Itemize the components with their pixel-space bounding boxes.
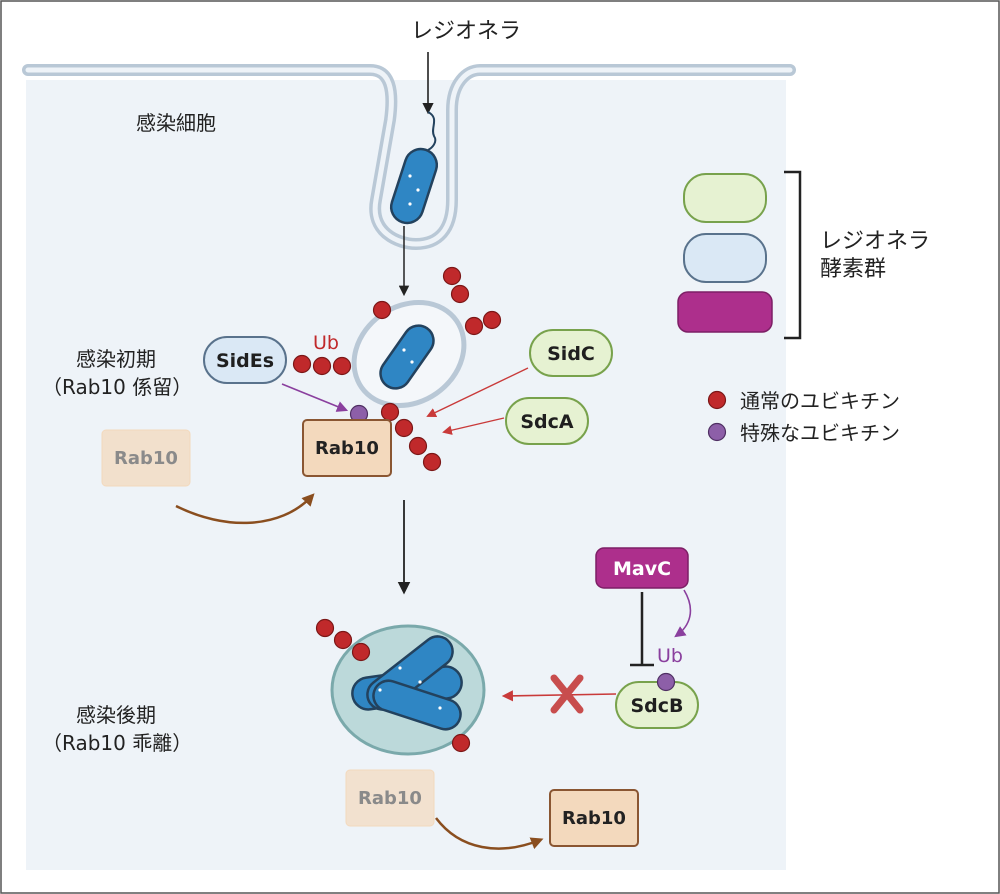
legend-bracket bbox=[784, 170, 802, 340]
svg-text:SidEs: SidEs bbox=[216, 350, 274, 372]
early-stage-label-1: 感染初期 bbox=[76, 347, 156, 371]
ub-label-top: Ub bbox=[313, 332, 339, 354]
legend-normal-ub-swatch bbox=[707, 390, 727, 410]
legend-enzyme-green bbox=[683, 173, 767, 223]
legend-enzyme-group-2: 酵素群 bbox=[820, 257, 886, 282]
svg-text:MavC: MavC bbox=[613, 558, 671, 580]
sidc-enzyme: SidC bbox=[529, 329, 613, 377]
early-stage-label-2: （Rab10 係留） bbox=[42, 375, 192, 399]
ub-chain-right-rab bbox=[380, 402, 442, 472]
sdca-enzyme: SdcA bbox=[505, 397, 589, 445]
late-stage-label-2: （Rab10 乖離） bbox=[42, 731, 192, 755]
legend: レジオネラ 酵素群 通常のユビキチン 特殊なユビキチン bbox=[677, 170, 930, 445]
svg-text:Rab10: Rab10 bbox=[315, 438, 379, 459]
ub-label-bottom: Ub bbox=[657, 645, 683, 667]
mavc-enzyme: MavC bbox=[595, 547, 689, 589]
sides-enzyme: SidEs bbox=[203, 336, 287, 384]
svg-text:SdcB: SdcB bbox=[630, 695, 683, 717]
legend-special-ub-label: 特殊なユビキチン bbox=[740, 421, 900, 445]
rab10-released: Rab10 bbox=[549, 789, 639, 847]
rab10-release-arrow bbox=[435, 817, 544, 850]
svg-text:Rab10: Rab10 bbox=[358, 788, 422, 809]
early-vacuole bbox=[351, 299, 467, 409]
late-vacuole bbox=[330, 624, 486, 756]
late-stage-label-1: 感染後期 bbox=[76, 703, 156, 727]
svg-text:SdcA: SdcA bbox=[520, 411, 574, 433]
block-cross-icon bbox=[550, 674, 584, 714]
legend-enzyme-magenta bbox=[677, 291, 773, 333]
legend-special-ub-swatch bbox=[707, 422, 727, 442]
plasma-membrane bbox=[22, 64, 796, 251]
ub-chain-left bbox=[292, 354, 352, 376]
svg-text:Rab10: Rab10 bbox=[114, 448, 178, 469]
legionella-label: レジオネラ bbox=[411, 19, 521, 44]
special-ub-on-sdcb bbox=[656, 672, 676, 692]
sides-arrow bbox=[281, 383, 349, 412]
rab10-recruit-arrow bbox=[175, 493, 315, 525]
svg-text:Rab10: Rab10 bbox=[562, 808, 626, 829]
legend-normal-ub-label: 通常のユビキチン bbox=[740, 389, 900, 413]
legend-enzyme-group-1: レジオネラ bbox=[820, 229, 930, 254]
sidc-arrow bbox=[426, 367, 529, 418]
rab10-faded-left: Rab10 bbox=[101, 429, 191, 487]
infected-cell-label: 感染細胞 bbox=[136, 111, 216, 135]
mavc-inhibition bbox=[630, 592, 654, 667]
rab10-faded-bottom: Rab10 bbox=[345, 769, 435, 827]
sdcb-enzyme: SdcB bbox=[615, 681, 699, 729]
ub-chain-late bbox=[315, 618, 471, 753]
rab10-main: Rab10 bbox=[302, 419, 392, 477]
svg-text:SidC: SidC bbox=[547, 343, 595, 365]
sdcb-blocked-arrow bbox=[501, 690, 617, 702]
bacterium-entering bbox=[389, 111, 439, 225]
sdca-arrow bbox=[442, 417, 505, 435]
legend-enzyme-blue bbox=[683, 233, 767, 283]
mavc-arrow bbox=[674, 589, 692, 638]
ub-chain-top-right bbox=[372, 266, 502, 336]
